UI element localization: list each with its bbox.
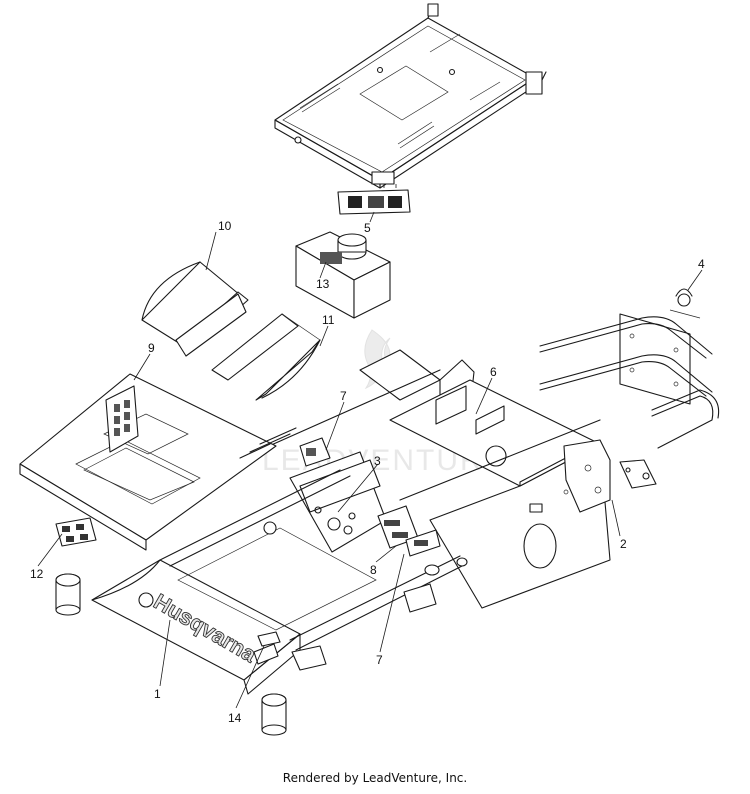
side-cover-10 [141,261,249,357]
callout-3: 3 [374,454,381,468]
callout-2: 2 [620,537,627,551]
logo-decal-4 [669,288,701,319]
callout-6: 6 [490,365,497,379]
callout-labels: 1 2 3 4 5 6 7 7 8 9 10 11 12 13 14 [30,219,705,725]
caster-posts [55,573,287,736]
callout-4: 4 [698,257,705,271]
decal-14 [257,631,281,647]
seat-plate [274,3,547,206]
callout-7-upper: 7 [340,389,347,403]
side-cover-11 [211,313,321,401]
front-frame [91,427,468,695]
callout-14: 14 [228,711,242,725]
callout-5: 5 [364,221,371,235]
callout-9: 9 [148,341,155,355]
main-frame [259,349,611,609]
callout-11: 11 [322,313,335,327]
footer-credit: Rendered by LeadVenture, Inc. [282,771,468,785]
control-brackets [299,437,441,557]
callout-1: 1 [154,687,161,701]
callout-10: 10 [218,219,232,233]
callout-13: 13 [316,277,330,291]
callout-8: 8 [370,563,377,577]
roll-bar [539,313,720,449]
foot-plate [19,373,277,551]
fuel-tank [295,231,391,319]
decal-5 [337,189,411,215]
leader-lines [37,211,703,709]
decal-12 [55,517,97,547]
callout-12: 12 [30,567,44,581]
key-switch [619,459,657,489]
callout-7-lower: 7 [376,653,383,667]
